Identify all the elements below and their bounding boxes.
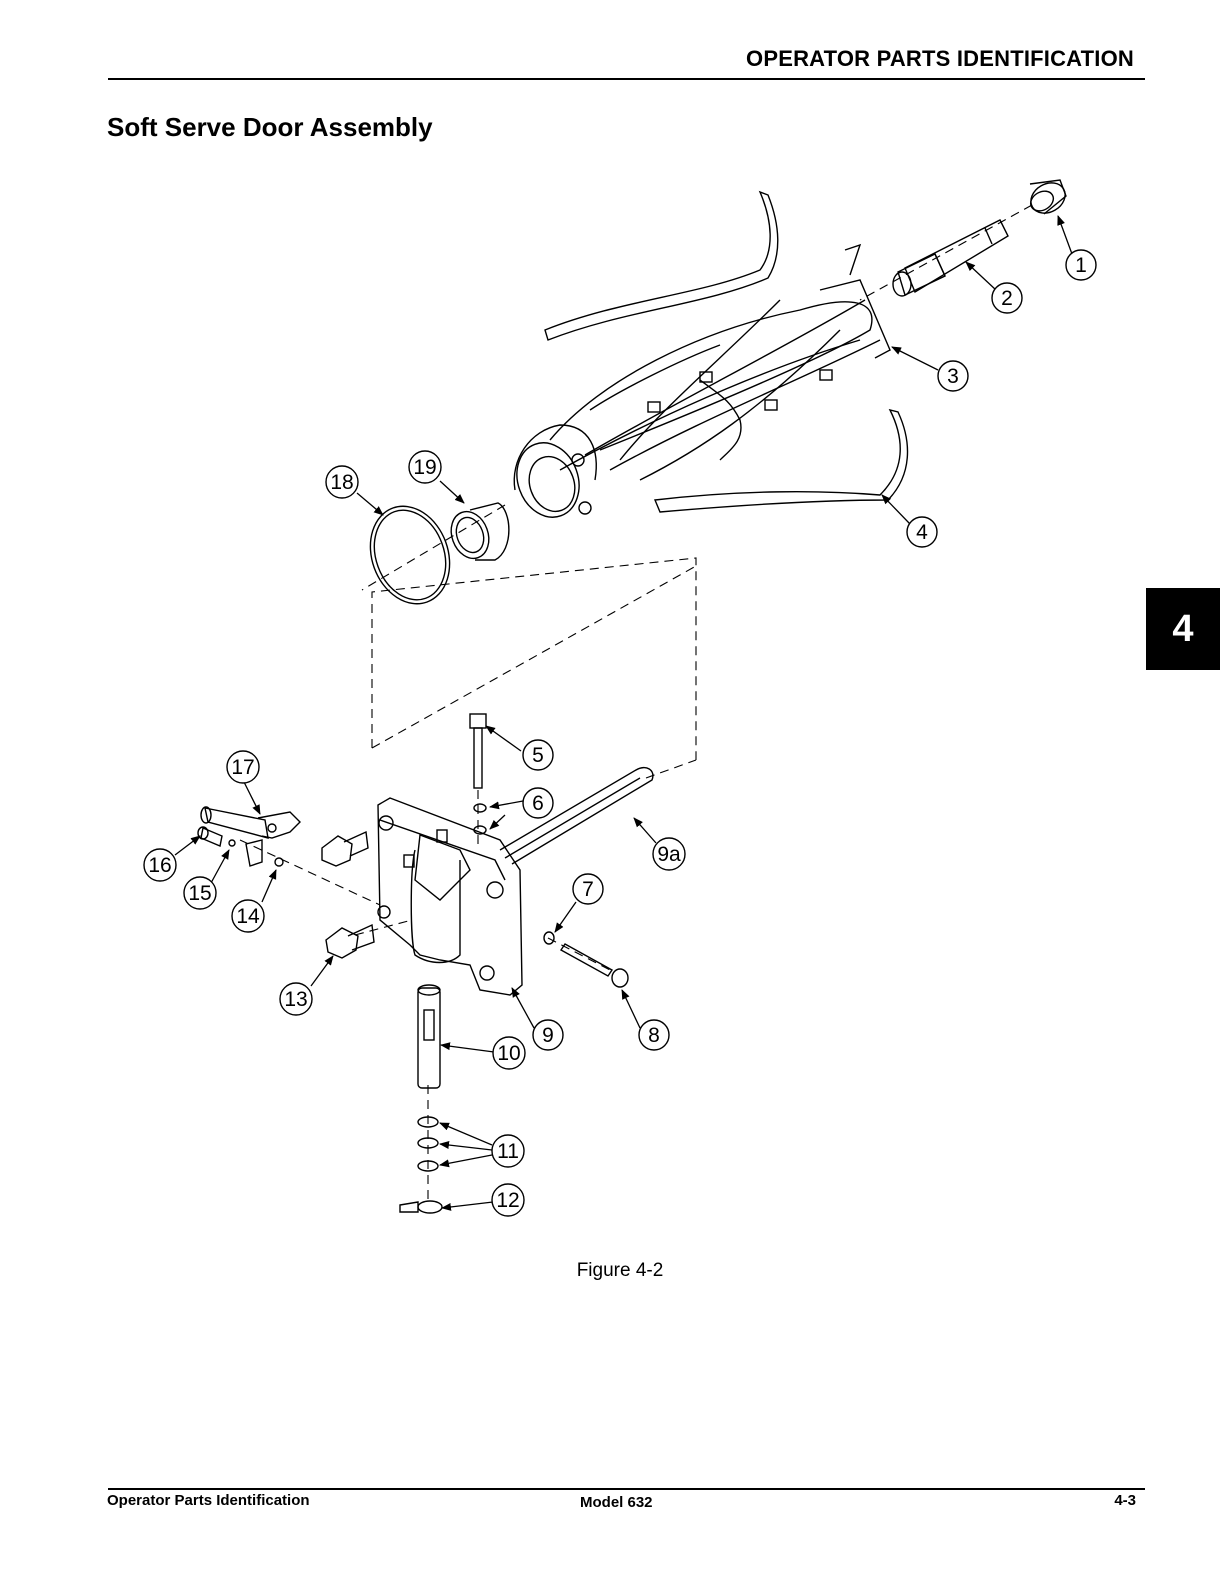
callout-2-label: 2 xyxy=(1001,287,1013,310)
callout-14-label: 14 xyxy=(236,905,260,928)
callout-8-label: 8 xyxy=(648,1024,660,1047)
footer-page-number: 4-3 xyxy=(1114,1492,1136,1509)
footer-section-name: Operator Parts Identification xyxy=(107,1492,310,1509)
callout-15-label: 15 xyxy=(188,882,211,905)
callout-4: 4 xyxy=(907,517,937,547)
callout-9-label: 9 xyxy=(542,1024,554,1047)
part-18-o-ring xyxy=(357,495,463,615)
part-19-front-bearing xyxy=(445,503,509,564)
callout-5: 5 xyxy=(523,740,553,770)
callout-6-label: 6 xyxy=(532,792,544,815)
callout-1: 1 xyxy=(1066,250,1096,280)
callout-6: 6 xyxy=(523,788,553,818)
callout-14: 14 xyxy=(232,900,264,932)
callout-7-label: 7 xyxy=(582,878,594,901)
callout-9a: 9a xyxy=(653,838,685,870)
part-12-wing-nut xyxy=(400,1201,442,1213)
callout-9a-label: 9a xyxy=(657,843,681,866)
footer-rule xyxy=(108,1488,1145,1490)
part-13-knobs xyxy=(322,832,374,958)
callout-11: 11 xyxy=(492,1135,524,1167)
part-1-cap xyxy=(1025,177,1070,219)
part-9-freezer-door xyxy=(378,798,522,995)
callout-1-label: 1 xyxy=(1075,254,1087,277)
callout-17: 17 xyxy=(227,751,259,783)
callout-19-label: 19 xyxy=(413,456,436,479)
callout-13: 13 xyxy=(280,983,312,1015)
callout-5-label: 5 xyxy=(532,744,544,767)
figure-caption: Figure 4-2 xyxy=(0,1260,1220,1282)
callout-labels: 1 2 3 4 5 6 7 8 9 9a 10 11 12 13 14 15 1… xyxy=(144,250,1096,1216)
callout-leaders xyxy=(175,216,1072,1208)
callout-16: 16 xyxy=(144,849,176,881)
chapter-tab-label: 4 xyxy=(1172,608,1193,651)
callout-3-label: 3 xyxy=(947,365,959,388)
part-15-screw xyxy=(229,840,235,846)
callout-13-label: 13 xyxy=(284,988,307,1011)
callout-3: 3 xyxy=(938,361,968,391)
part-6-o-rings xyxy=(474,804,486,834)
part-3-beater xyxy=(507,245,890,526)
callout-15: 15 xyxy=(184,877,216,909)
part-10-plunger xyxy=(418,985,440,1088)
callout-10: 10 xyxy=(493,1037,525,1069)
part-8-pivot-pin xyxy=(561,944,628,987)
callout-10-label: 10 xyxy=(497,1042,520,1065)
callout-4-label: 4 xyxy=(916,521,928,544)
part-9a-baffle-rod xyxy=(500,768,653,864)
callout-2: 2 xyxy=(992,283,1022,313)
callout-12-label: 12 xyxy=(496,1189,519,1212)
part-5-handle-screw xyxy=(470,714,486,788)
callout-9: 9 xyxy=(533,1020,563,1050)
part-14-nut xyxy=(275,858,283,866)
part-16-pivot-pin xyxy=(198,827,222,846)
callout-12: 12 xyxy=(492,1184,524,1216)
callout-19: 19 xyxy=(409,451,441,483)
callout-7: 7 xyxy=(573,874,603,904)
callout-11-label: 11 xyxy=(497,1140,519,1163)
chapter-tab: 4 xyxy=(1146,588,1220,670)
callout-18-label: 18 xyxy=(330,471,353,494)
callout-17-label: 17 xyxy=(231,756,254,779)
callout-16-label: 16 xyxy=(148,854,171,877)
callout-8: 8 xyxy=(639,1020,669,1050)
footer-model: Model 632 xyxy=(580,1494,653,1511)
assembly-guide-lines xyxy=(240,205,1032,1200)
callout-18: 18 xyxy=(326,466,358,498)
part-17-draw-handle xyxy=(201,807,300,866)
